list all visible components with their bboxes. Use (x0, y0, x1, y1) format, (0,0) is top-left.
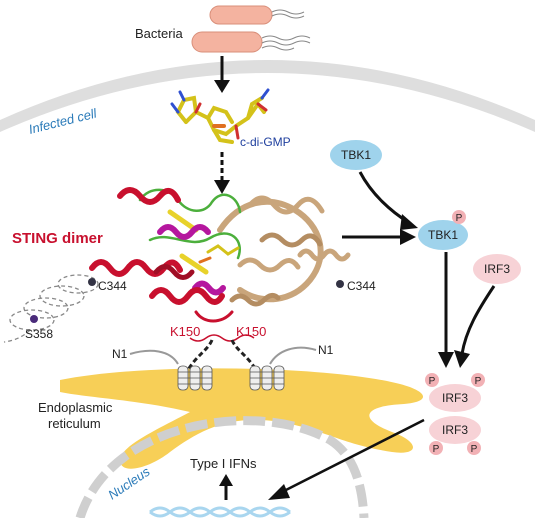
sting-dimer-structure (92, 190, 348, 321)
tm-linker-left (188, 340, 212, 370)
arrow-tbk1-activation (360, 172, 408, 222)
bacteria-bottom (192, 32, 310, 52)
endoplasmic-reticulum (60, 368, 423, 468)
er-label-line1: Endoplasmic (38, 400, 113, 415)
er-label-line2: reticulum (48, 416, 101, 431)
s358-label: S358 (25, 327, 53, 341)
tbk1-phospho-label: P (456, 213, 463, 224)
c344-right-marker (336, 280, 344, 288)
irf3-phospho-label-tl: P (429, 376, 436, 387)
c344-left-label: C344 (98, 279, 127, 293)
type-i-ifns-label: Type I IFNs (190, 456, 257, 471)
arrowhead-tbk1-to-irf3 (438, 352, 454, 368)
sting-dimer-label: STING dimer (12, 230, 103, 247)
tbk1-label: TBK1 (341, 148, 371, 162)
bacteria-top (210, 6, 304, 24)
irf3-dimer-bottom-label: IRF3 (442, 423, 468, 437)
irf3-phospho-label-tr: P (475, 376, 482, 387)
dna-helix (150, 508, 290, 516)
n1-right-tail (270, 348, 316, 364)
n1-right-label: N1 (318, 343, 334, 357)
arrowhead-ligand-sting (214, 180, 230, 194)
arrowhead-bacteria (214, 80, 230, 93)
c344-left-marker (88, 278, 96, 286)
tbk1-phosphorylated-label: TBK1 (428, 228, 458, 242)
arrowhead-ifn-expression (219, 474, 233, 486)
arrowhead-irf3-to-nucleus (268, 484, 290, 500)
n1-left-tail (130, 351, 178, 364)
irf3-dimer-top-label: IRF3 (442, 391, 468, 405)
c-di-gmp-label: c-di-GMP (240, 135, 291, 149)
arrowhead-tbk1-activation (400, 214, 418, 230)
irf3-phospho-label-br: P (471, 444, 478, 455)
arrow-irf3-to-dimer (462, 286, 494, 354)
arrowhead-irf3-to-dimer (454, 350, 470, 368)
n1-left-label: N1 (112, 347, 128, 361)
arrowhead-sting-to-tbk1 (400, 229, 416, 245)
k150-left-label: K150 (170, 324, 200, 339)
tm-linker-right (232, 340, 256, 370)
irf3-label: IRF3 (484, 262, 510, 276)
c344-right-label: C344 (347, 279, 376, 293)
irf3-phospho-label-bl: P (433, 444, 440, 455)
s358-marker (30, 315, 38, 323)
bacteria-label: Bacteria (135, 26, 183, 41)
